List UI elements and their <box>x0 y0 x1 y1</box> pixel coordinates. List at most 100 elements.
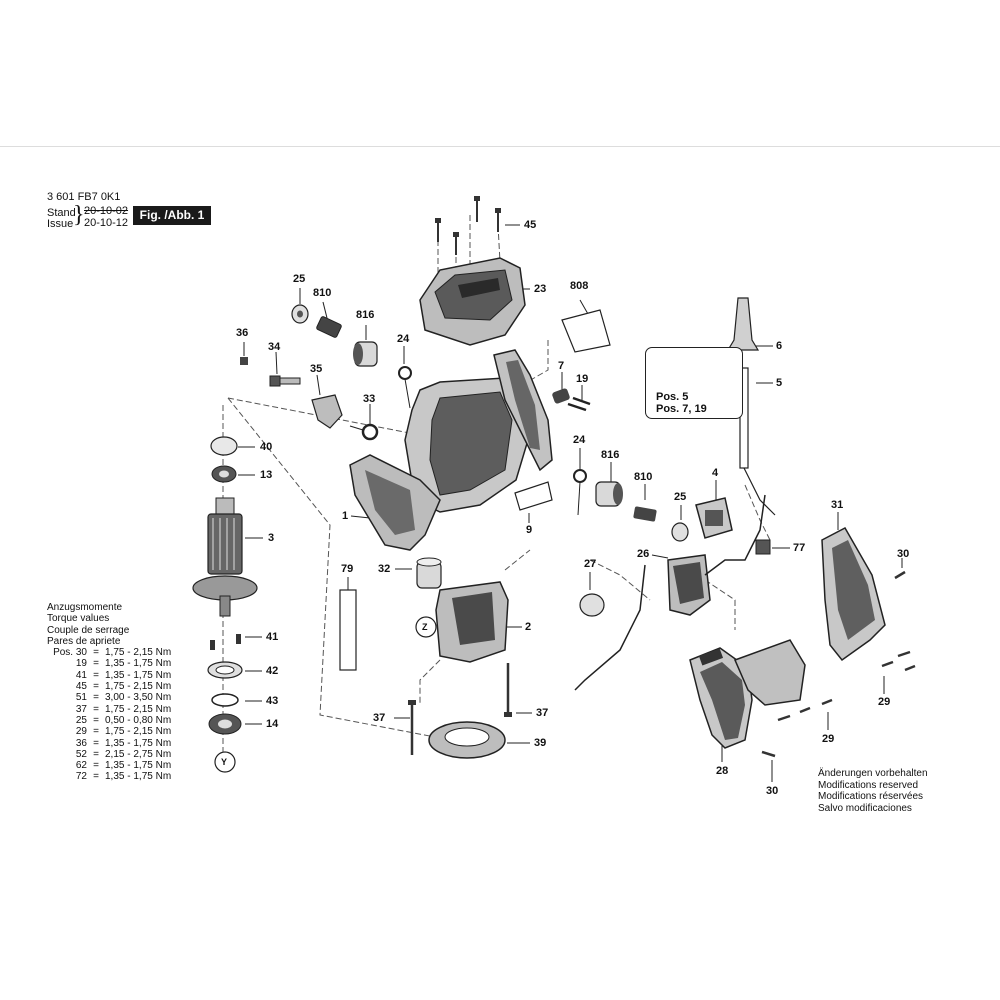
callout: 23 <box>534 283 547 295</box>
torque-eq: = <box>93 681 99 693</box>
callout: 37 <box>373 712 386 724</box>
callout: 810 <box>313 287 332 299</box>
torque-pos: 37 <box>75 703 87 715</box>
callout: 41 <box>266 631 279 643</box>
torque-pos: 29 <box>75 726 87 738</box>
torque-pos: 51 <box>75 692 87 704</box>
callout: 2 <box>525 621 532 633</box>
torque-pos: 36 <box>75 737 87 749</box>
callout: 37 <box>536 707 549 719</box>
note-line: Modifications reserved <box>818 779 919 791</box>
callout: 32 <box>378 563 391 575</box>
torque-row: 51=3,00 - 3,50 Nm <box>47 692 171 703</box>
torque-value: 1,75 - 2,15 Nm <box>105 681 172 693</box>
callout: 816 <box>601 449 620 461</box>
torque-title: Torque values <box>47 613 110 625</box>
stand-date: 20-10-02 <box>84 205 129 217</box>
torque-eq: = <box>93 703 99 715</box>
callout: 43 <box>266 695 279 707</box>
torque-eq: = <box>93 726 99 738</box>
callout: 34 <box>268 341 281 353</box>
torque-pos: 45 <box>75 681 87 693</box>
torque-pos: 41 <box>75 669 87 681</box>
callout: 810 <box>634 471 653 483</box>
callout: 9 <box>526 524 533 536</box>
note-line: Modifications réservées <box>818 791 924 803</box>
torque-row: 52 = 2,15 - 2,75 Nm <box>47 749 171 760</box>
callout: 27 <box>584 558 597 570</box>
callout: 45 <box>524 219 537 231</box>
callout: 6 <box>776 340 783 352</box>
stand-label: Stand <box>47 207 76 219</box>
callout: 36 <box>236 327 249 339</box>
torque-row: 72 = 1,35 - 1,75 Nm <box>47 771 171 782</box>
callout: 77 <box>793 542 806 554</box>
torque-value: 1,75 - 2,15 Nm <box>105 703 172 715</box>
torque-row: 25=0,50 - 0,80 Nm <box>47 715 171 726</box>
screw-45-icon <box>435 196 501 255</box>
torque-title: Pares de apriete <box>47 635 121 647</box>
torque-value: 0,50 - 0,80 Nm <box>105 714 172 726</box>
top-rule <box>0 146 1000 147</box>
callout: 1 <box>342 510 349 522</box>
callout: 29 <box>878 696 891 708</box>
callout: 35 <box>310 363 323 375</box>
torque-row: 19=1,35 - 1,75 Nm <box>47 658 171 669</box>
torque-pos: 72 <box>75 771 87 783</box>
torque-eq: = <box>93 737 99 749</box>
callout: 14 <box>266 718 279 730</box>
callout: 29 <box>822 733 835 745</box>
issue-date: 20-10-12 <box>84 217 129 229</box>
torque-value: 3,00 - 3,50 Nm <box>105 692 172 704</box>
torque-row: 62 = 1,35 - 1,75 Nm <box>47 760 171 771</box>
axis-marker-y: Y <box>221 757 228 767</box>
torque-row: 29 = 1,75 - 2,15 Nm <box>47 726 171 737</box>
callout: 24 <box>573 434 586 446</box>
warning-line-2: Pos. 7, 19 <box>656 403 707 415</box>
callout: 25 <box>674 491 687 503</box>
brace-glyph: } <box>73 202 85 228</box>
figure-label: Fig. /Abb. 1 <box>133 206 211 225</box>
callout: 3 <box>268 532 275 544</box>
torque-value: 1,75 - 2,15 Nm <box>105 726 172 738</box>
axis-marker-z: Z <box>422 622 428 632</box>
torque-eq: = <box>93 669 99 681</box>
callout: 30 <box>766 785 779 797</box>
issue-label: Issue <box>47 218 74 230</box>
torque-pos: 52 <box>75 748 87 760</box>
torque-title: Anzugsmomente <box>47 602 123 613</box>
callout: 40 <box>260 441 273 453</box>
callout: 26 <box>637 548 650 560</box>
torque-value: 1,35 - 1,75 Nm <box>105 771 172 783</box>
torque-pos: 19 <box>75 658 87 670</box>
callout: 19 <box>576 373 589 385</box>
torque-eq: = <box>93 748 99 760</box>
torque-row: 45 = 1,75 - 2,15 Nm <box>47 681 171 692</box>
part-number: 3 601 FB7 0K1 <box>47 191 121 203</box>
torque-pos: 25 <box>75 714 87 726</box>
torque-value: 1,35 - 1,75 Nm <box>105 669 172 681</box>
torque-value: 2,15 - 2,75 Nm <box>105 748 172 760</box>
torque-value: 1,75 - 2,15 Nm <box>105 647 172 659</box>
callout: 42 <box>266 665 279 677</box>
callout: 5 <box>776 377 783 389</box>
torque-value: 1,35 - 1,75 Nm <box>105 760 172 772</box>
torque-value: 1,35 - 1,75 Nm <box>105 737 172 749</box>
callout: 39 <box>534 737 547 749</box>
callout: 79 <box>341 563 354 575</box>
callout: 28 <box>716 765 729 777</box>
warning-panel <box>645 347 743 419</box>
callout: 24 <box>397 333 410 345</box>
torque-row: Pos. 30=1,75 - 2,15 Nm <box>47 647 171 658</box>
torque-pos: 62 <box>75 760 87 772</box>
torque-eq: = <box>93 771 99 783</box>
callout: 13 <box>260 469 273 481</box>
note-line: Änderungen vorbehalten <box>818 768 928 779</box>
torque-table: Anzugsmomente Torque values Couple de se… <box>47 602 171 783</box>
warning-line-1: Pos. 5 <box>656 391 689 403</box>
torque-eq: = <box>93 760 99 772</box>
torque-eq: = <box>93 647 99 659</box>
torque-value: 1,35 - 1,75 Nm <box>105 658 172 670</box>
